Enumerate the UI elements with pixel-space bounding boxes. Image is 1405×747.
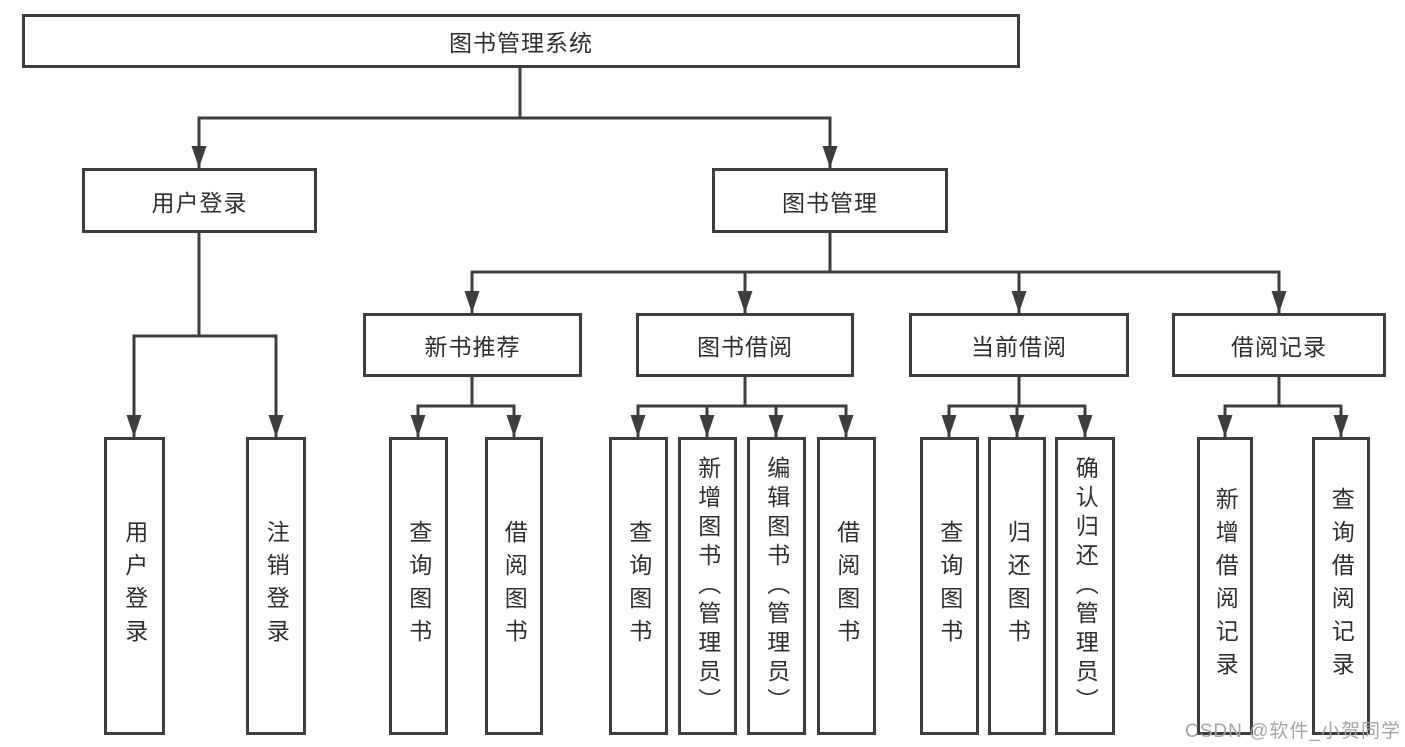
connector-userlogin-children bbox=[126, 229, 284, 438]
connector-currentborrow-children bbox=[941, 373, 1093, 438]
node-leaf-current-return: 归还图书 bbox=[988, 437, 1046, 735]
node-user-login-label: 用户登录 bbox=[151, 189, 248, 216]
node-leaf-borrow-add: 新增图书（管理员） bbox=[678, 437, 737, 735]
node-leaf-record-add-label: 新增借阅记录 bbox=[1212, 487, 1239, 685]
node-new-book-recommend-label: 新书推荐 bbox=[424, 334, 521, 360]
node-book-borrowing-label: 图书借阅 bbox=[697, 334, 793, 360]
node-current-borrowing-label: 当前借阅 bbox=[971, 334, 1067, 360]
node-leaf-user-login-label: 用户登录 bbox=[121, 520, 148, 652]
node-leaf-record-add: 新增借阅记录 bbox=[1197, 437, 1253, 735]
node-leaf-current-return-label: 归还图书 bbox=[1004, 520, 1031, 652]
node-borrowing-records-label: 借阅记录 bbox=[1231, 334, 1327, 360]
connector-root-to-level2 bbox=[191, 64, 838, 169]
node-leaf-newbook-borrow: 借阅图书 bbox=[485, 437, 543, 735]
node-leaf-borrow-query-label: 查询图书 bbox=[625, 520, 652, 652]
node-new-book-recommend: 新书推荐 bbox=[363, 313, 582, 377]
node-book-management: 图书管理 bbox=[712, 168, 948, 233]
node-book-borrowing: 图书借阅 bbox=[636, 313, 854, 377]
node-library-management-system-label: 图书管理系统 bbox=[449, 30, 593, 56]
csdn-watermark: CSDN @软件_小贺同学 bbox=[1185, 721, 1401, 742]
node-leaf-current-confirm-label: 确认归还（管理员） bbox=[1072, 455, 1099, 717]
node-leaf-user-login: 用户登录 bbox=[104, 437, 165, 735]
node-library-management-system: 图书管理系统 bbox=[22, 14, 1020, 68]
node-leaf-newbook-borrow-label: 借阅图书 bbox=[501, 520, 528, 652]
node-book-management-label: 图书管理 bbox=[782, 189, 878, 216]
node-leaf-borrow-add-label: 新增图书（管理员） bbox=[694, 455, 721, 717]
node-leaf-record-query-label: 查询借阅记录 bbox=[1328, 487, 1355, 685]
connector-bookmgmt-to-level3 bbox=[464, 229, 1287, 314]
node-leaf-newbook-query: 查询图书 bbox=[389, 437, 448, 735]
node-leaf-record-query: 查询借阅记录 bbox=[1312, 437, 1370, 735]
node-user-login: 用户登录 bbox=[82, 168, 317, 233]
node-leaf-borrow-borrow-label: 借阅图书 bbox=[833, 520, 860, 652]
node-leaf-borrow-edit: 编辑图书（管理员） bbox=[747, 437, 806, 735]
connector-records-children bbox=[1217, 373, 1349, 438]
node-leaf-borrow-borrow: 借阅图书 bbox=[817, 437, 876, 735]
node-borrowing-records: 借阅记录 bbox=[1172, 313, 1386, 377]
node-leaf-current-confirm: 确认归还（管理员） bbox=[1055, 437, 1115, 735]
node-leaf-logout-login: 注销登录 bbox=[246, 437, 306, 735]
node-leaf-current-query: 查询图书 bbox=[920, 437, 979, 735]
node-leaf-borrow-query: 查询图书 bbox=[609, 437, 668, 735]
node-leaf-borrow-edit-label: 编辑图书（管理员） bbox=[763, 455, 790, 717]
connector-newbook-children bbox=[410, 373, 522, 438]
node-leaf-current-query-label: 查询图书 bbox=[936, 520, 963, 652]
node-leaf-newbook-query-label: 查询图书 bbox=[405, 520, 432, 652]
node-current-borrowing: 当前借阅 bbox=[909, 313, 1129, 377]
connector-bookborrow-children bbox=[630, 373, 854, 438]
node-leaf-logout-login-label: 注销登录 bbox=[263, 520, 290, 652]
